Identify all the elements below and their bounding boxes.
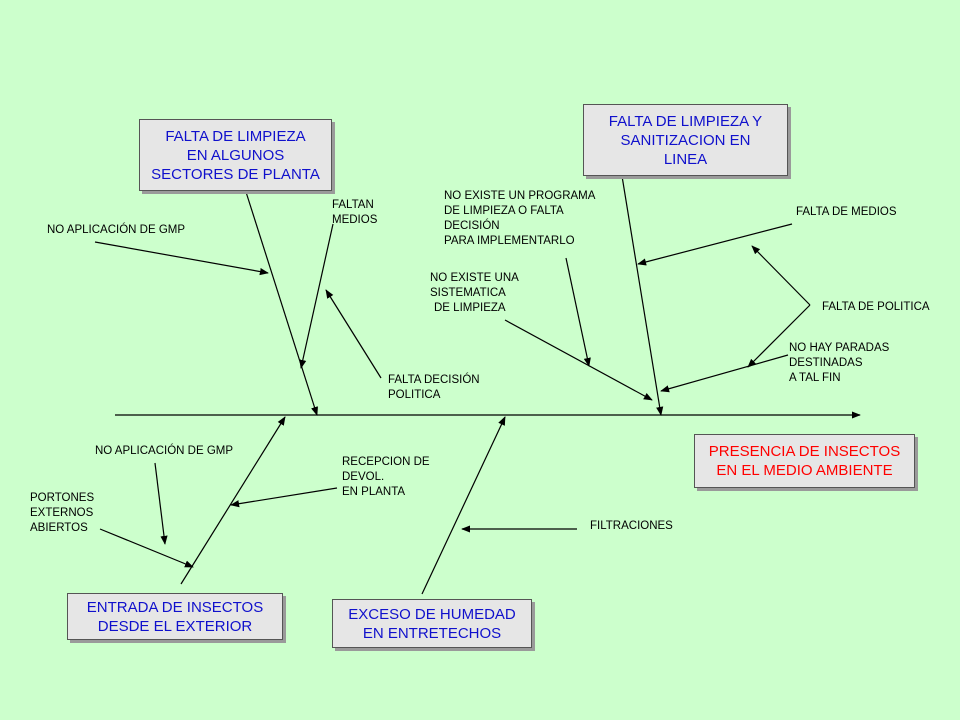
arrow-falta-decision (325, 289, 382, 379)
effect-line: EN EL MEDIO AMBIENTE (716, 462, 893, 479)
cause-line: EXTERNOS (30, 507, 94, 519)
cause-falta-politica: FALTA DE POLITICA (822, 300, 930, 315)
cause-line: EN PLANTA (342, 486, 406, 498)
cause-line: NO APLICACIÓN DE GMP (47, 224, 186, 236)
cause-line: DECISIÓN (444, 220, 500, 232)
bone-insect-entry (180, 416, 286, 585)
arrow-gmp-bottom (154, 462, 168, 545)
cause-gmp-top: NO APLICACIÓN DE GMP (47, 223, 185, 238)
category-box-cleaning-line: FALTA DE LIMPIEZA Y SANITIZACION EN LINE… (583, 104, 788, 176)
cause-line: FALTA DE POLITICA (822, 301, 930, 313)
cause-line: DE LIMPIEZA O FALTA (444, 205, 564, 217)
cause-line: A TAL FIN (789, 372, 841, 384)
arrow-faltan-medios (299, 223, 334, 369)
effect-box: PRESENCIA DE INSECTOS EN EL MEDIO AMBIEN… (694, 434, 915, 488)
bone-cleaning-sectors (245, 191, 318, 416)
cause-line: PARA IMPLEMENTARLO (444, 235, 575, 247)
effect-line: PRESENCIA DE INSECTOS (708, 443, 901, 460)
cause-falta-decision: FALTA DECISIÓN POLITICA (388, 373, 480, 403)
arrow-no-programa (565, 257, 591, 367)
cause-line: DESTINADAS (789, 357, 863, 369)
category-line: FALTA DE LIMPIEZA (165, 127, 306, 145)
cause-line: DEVOL. (342, 471, 385, 483)
category-line: SANITIZACION EN (620, 131, 751, 149)
cause-no-programa: NO EXISTE UN PROGRAMA DE LIMPIEZA O FALT… (444, 189, 595, 249)
category-line: ENTRADA DE INSECTOS (86, 598, 264, 616)
category-box-cleaning-sectors: FALTA DE LIMPIEZA EN ALGUNOS SECTORES DE… (139, 119, 332, 191)
cause-line: FALTA DECISIÓN (388, 374, 480, 386)
arrow-falta-medios (637, 223, 793, 266)
category-box-insect-entry: ENTRADA DE INSECTOS DESDE EL EXTERIOR (67, 593, 283, 640)
category-line: LINEA (663, 150, 708, 168)
bone-humidity (421, 416, 506, 595)
cause-line: FALTA DE MEDIOS (796, 206, 897, 218)
cause-no-sistematica: NO EXISTE UNA SISTEMATICA DE LIMPIEZA (430, 271, 519, 316)
cause-filtraciones: FILTRACIONES (590, 519, 673, 534)
category-line: SECTORES DE PLANTA (151, 165, 320, 183)
category-line: DESDE EL EXTERIOR (97, 617, 253, 635)
category-box-humidity: EXCESO DE HUMEDAD EN ENTRETECHOS (332, 599, 532, 648)
cause-line: MEDIOS (332, 214, 378, 226)
arrow-no-sistematica (504, 319, 653, 401)
cause-line: SISTEMATICA (430, 287, 506, 299)
category-line: EN ALGUNOS (186, 146, 285, 164)
cause-line: NO EXISTE UN PROGRAMA (444, 190, 596, 202)
cause-portones: PORTONES EXTERNOS ABIERTOS (30, 491, 94, 536)
cause-line: DE LIMPIEZA (434, 302, 506, 314)
cause-line: POLITICA (388, 389, 441, 401)
cause-falta-medios: FALTA DE MEDIOS (796, 205, 897, 220)
cause-line: NO HAY PARADAS (789, 342, 890, 354)
bone-cleaning-line (621, 175, 664, 416)
cause-line: ABIERTOS (30, 522, 88, 534)
arrow-portones (99, 528, 194, 568)
cause-recepcion: RECEPCION DE DEVOL. EN PLANTA (342, 455, 430, 500)
arrow-no-paradas (660, 354, 789, 393)
cause-line: RECEPCION DE (342, 456, 430, 468)
cause-no-paradas: NO HAY PARADAS DESTINADAS A TAL FIN (789, 341, 889, 386)
cause-line: NO APLICACIÓN DE GMP (95, 445, 234, 457)
cause-line: FILTRACIONES (590, 520, 673, 532)
arrow-politica-up (751, 245, 811, 306)
cause-gmp-bottom: NO APLICACIÓN DE GMP (95, 444, 233, 459)
category-line: EXCESO DE HUMEDAD (348, 605, 516, 623)
arrow-gmp-top (94, 241, 269, 276)
arrow-politica-down (747, 304, 811, 368)
cause-line: FALTAN (332, 199, 374, 211)
arrow-recepcion (230, 487, 338, 508)
category-line: FALTA DE LIMPIEZA Y (608, 112, 763, 130)
cause-line: PORTONES (30, 492, 95, 504)
category-line: EN ENTRETECHOS (362, 624, 502, 642)
cause-faltan-medios: FALTAN MEDIOS (332, 198, 377, 228)
cause-line: NO EXISTE UNA (430, 272, 519, 284)
